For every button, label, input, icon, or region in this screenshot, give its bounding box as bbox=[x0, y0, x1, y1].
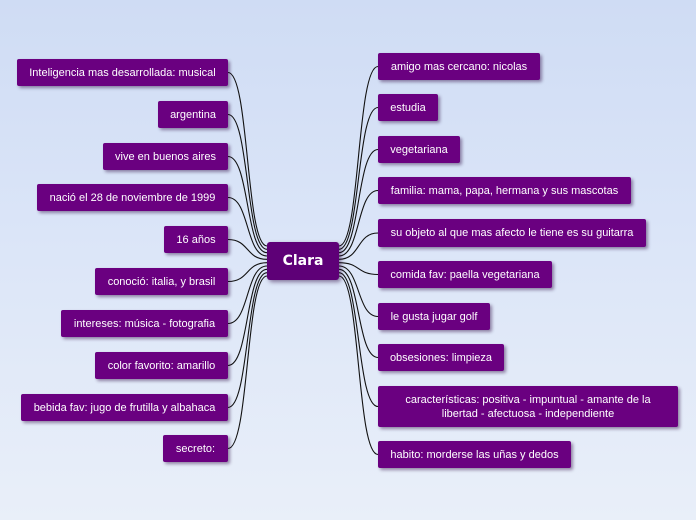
right-topic-characteristics[interactable]: características: positiva - impuntual - … bbox=[378, 386, 678, 427]
right-topic-habit[interactable]: habito: morderse las uñas y dedos bbox=[378, 441, 571, 468]
right-topic-family[interactable]: familia: mama, papa, hermana y sus masco… bbox=[378, 177, 631, 204]
right-topic-favorite-food[interactable]: comida fav: paella vegetariana bbox=[378, 261, 552, 288]
left-topic-favorite-color[interactable]: color favorito: amarillo bbox=[95, 352, 228, 379]
connector-line bbox=[227, 155, 268, 254]
right-topic-studies[interactable]: estudia bbox=[378, 94, 438, 121]
connector-line bbox=[338, 189, 379, 257]
left-topic-age[interactable]: 16 años bbox=[164, 226, 228, 253]
left-topic-country[interactable]: argentina bbox=[158, 101, 228, 128]
right-topic-obsessions[interactable]: obsesiones: limpieza bbox=[378, 344, 504, 371]
connector-line bbox=[338, 265, 379, 318]
left-topic-intelligence[interactable]: Inteligencia mas desarrollada: musical bbox=[17, 59, 228, 86]
right-topic-vegetarian[interactable]: vegetariana bbox=[378, 136, 460, 163]
connector-line bbox=[338, 272, 379, 408]
connector-line bbox=[338, 148, 379, 254]
connector-line bbox=[338, 275, 379, 456]
right-topic-golf[interactable]: le gusta jugar golf bbox=[378, 303, 490, 330]
connector-line bbox=[338, 262, 379, 276]
left-topic-birthdate[interactable]: nació el 28 de noviembre de 1999 bbox=[37, 184, 228, 211]
left-topic-interests[interactable]: intereses: música - fotografia bbox=[61, 310, 228, 337]
connector-line bbox=[227, 275, 268, 450]
connector-line bbox=[227, 262, 268, 283]
left-topic-secret[interactable]: secreto: bbox=[163, 435, 228, 462]
connector-line bbox=[227, 196, 268, 257]
connector-line bbox=[227, 272, 268, 409]
central-topic[interactable]: Clara bbox=[267, 242, 339, 280]
connector-line bbox=[338, 268, 379, 359]
connector-line bbox=[227, 113, 268, 250]
connector-line bbox=[227, 265, 268, 325]
right-topic-favorite-object[interactable]: su objeto al que mas afecto le tiene es … bbox=[378, 219, 646, 247]
right-topic-best-friend[interactable]: amigo mas cercano: nicolas bbox=[378, 53, 540, 80]
left-topic-favorite-drink[interactable]: bebida fav: jugo de frutilla y albahaca bbox=[21, 394, 228, 421]
left-topic-countries-visited[interactable]: conoció: italia, y brasil bbox=[95, 268, 228, 295]
connector-line bbox=[338, 65, 379, 247]
connector-line bbox=[338, 106, 379, 250]
connector-line bbox=[227, 268, 268, 367]
connector-line bbox=[338, 232, 379, 260]
connector-line bbox=[227, 238, 268, 260]
connector-line bbox=[227, 71, 268, 247]
left-topic-residence[interactable]: vive en buenos aires bbox=[103, 143, 228, 170]
